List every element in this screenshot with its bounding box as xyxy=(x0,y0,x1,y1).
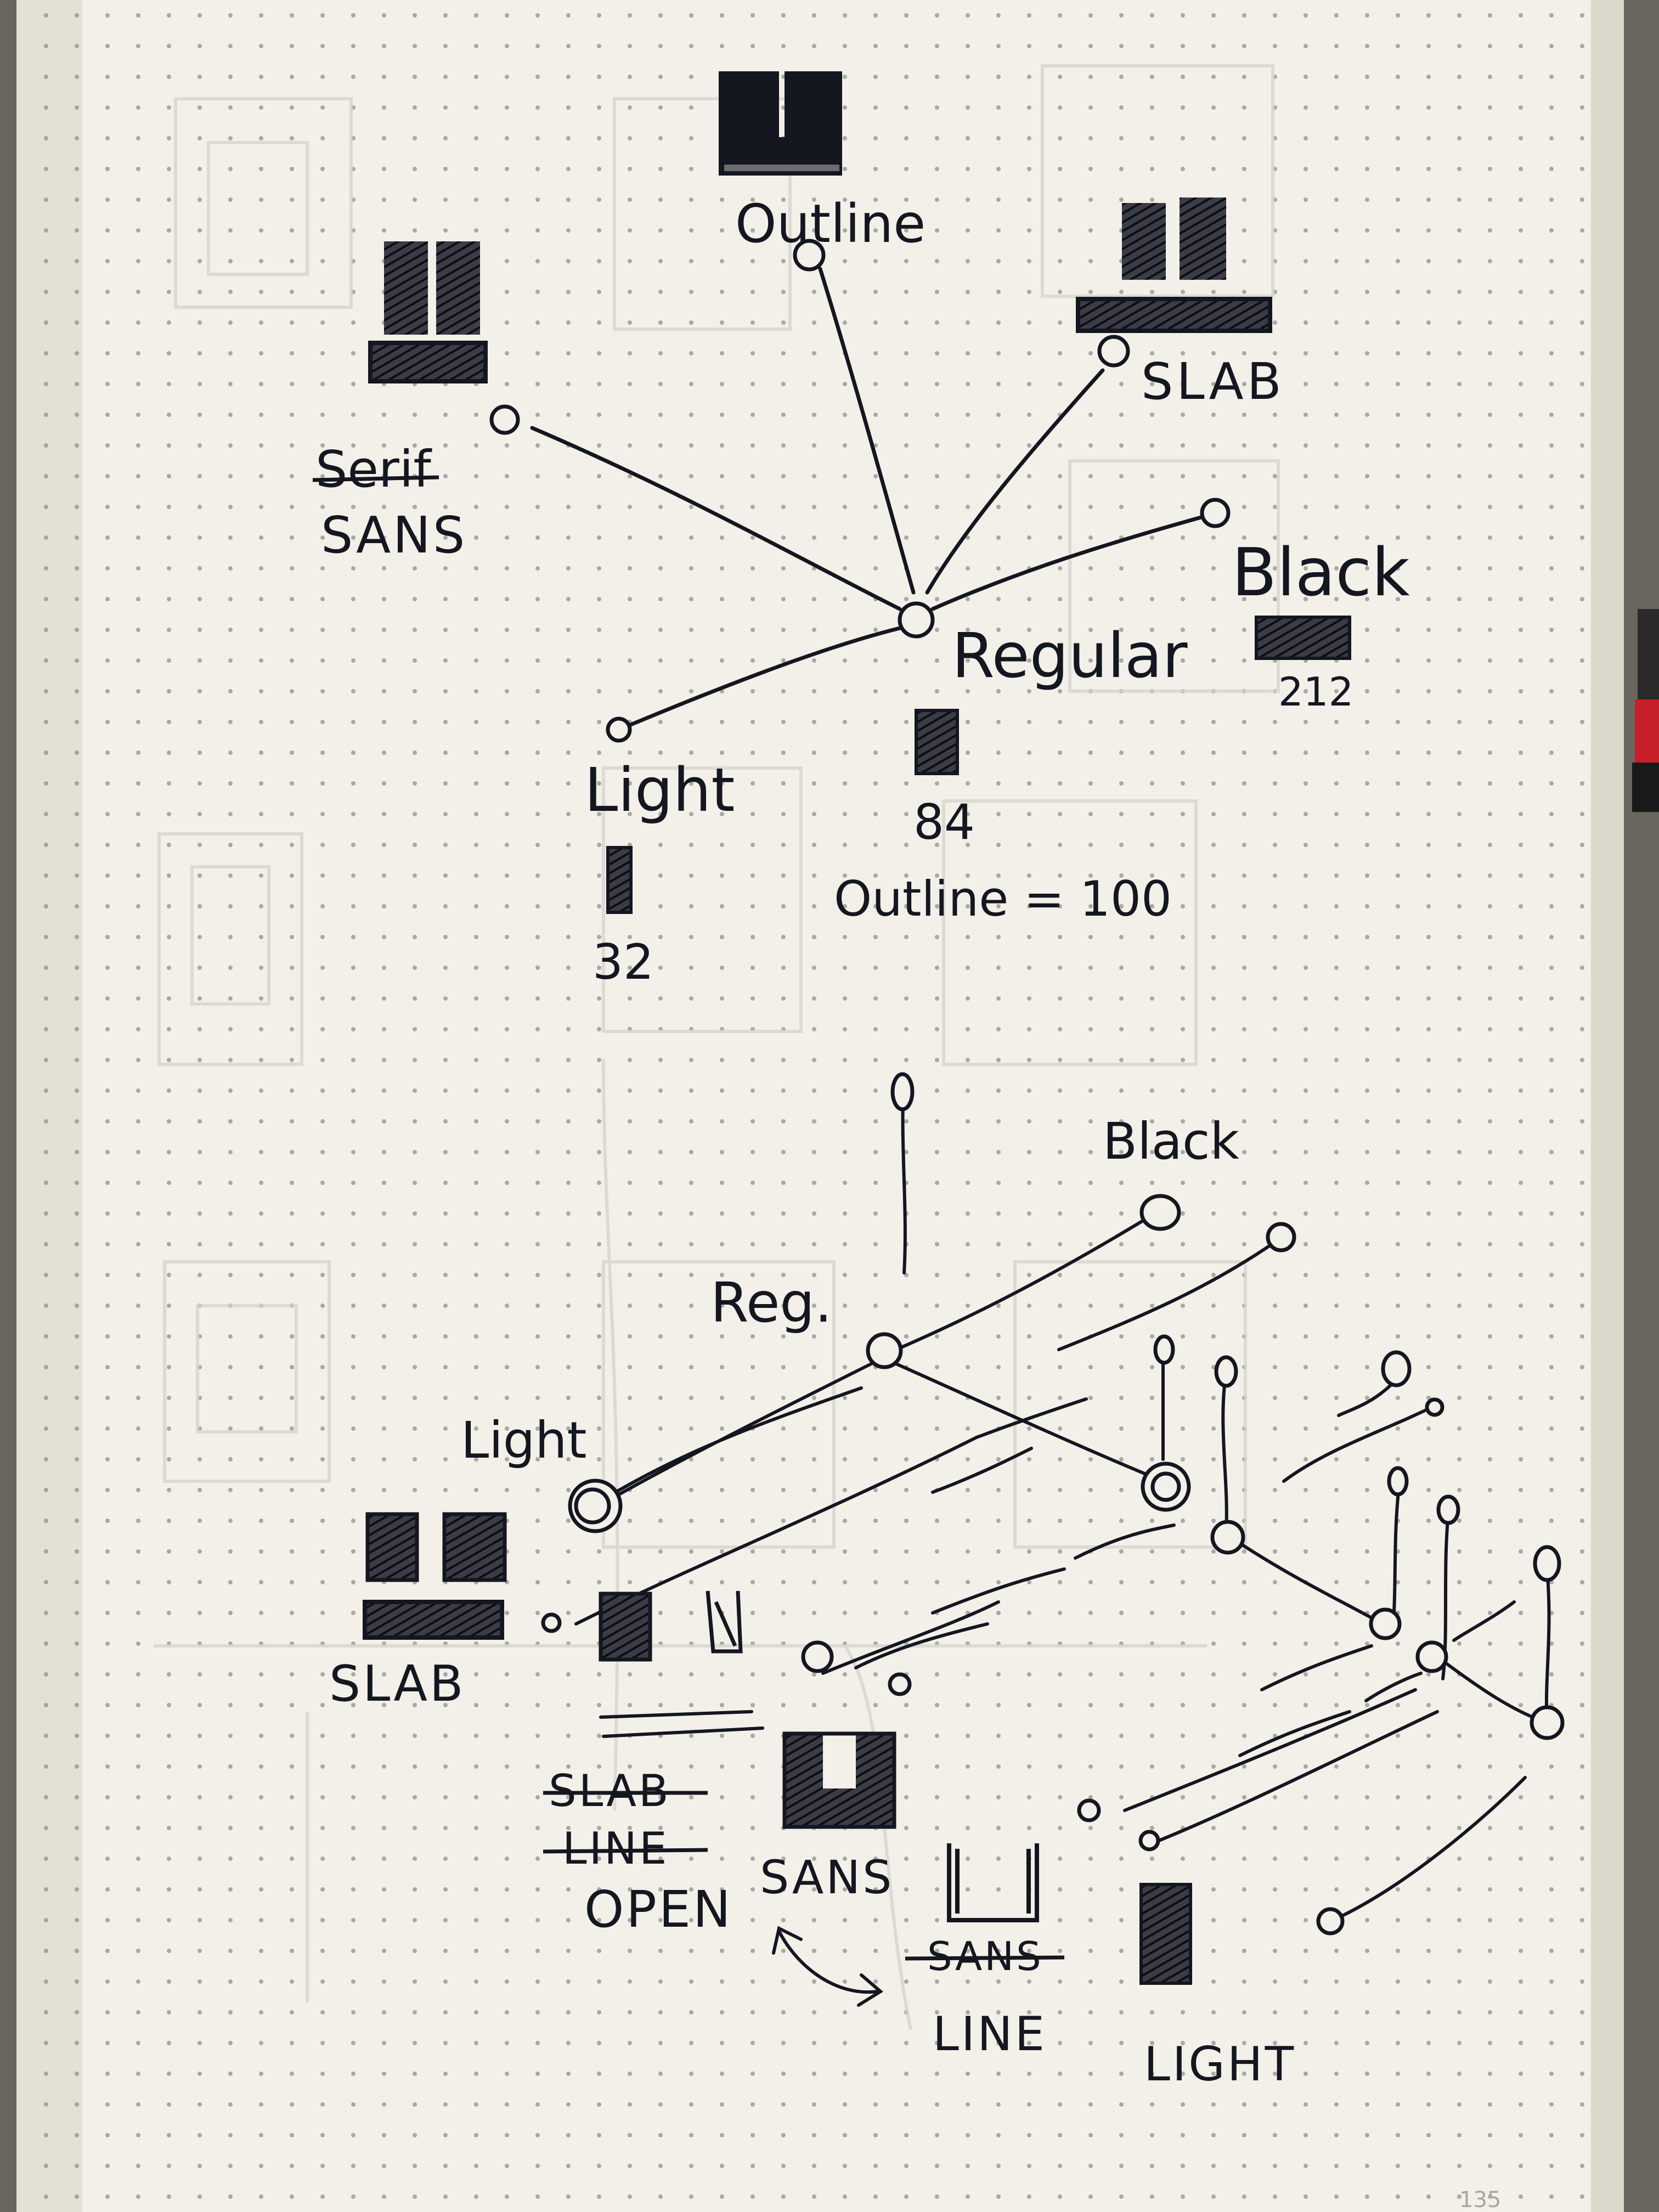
glyph-bottom-line xyxy=(947,1843,1039,1922)
node-bottom-slab xyxy=(541,1612,562,1633)
node-bottom-b1 xyxy=(801,1640,834,1673)
glyph-black xyxy=(1255,616,1351,660)
label-bottom-open: OPEN xyxy=(584,1880,733,1939)
node-bottom-a8 xyxy=(1530,1705,1565,1740)
label-bottom-black: Black xyxy=(1103,1112,1239,1171)
spoke-slab xyxy=(925,368,1105,595)
node-bottom-b5 xyxy=(1316,1907,1345,1936)
spoke-serif-sans xyxy=(530,426,902,611)
node-bottom-a4 xyxy=(1425,1397,1444,1417)
note-outline-100: Outline = 100 xyxy=(834,871,1172,927)
node-light xyxy=(606,716,632,743)
spoke-outline xyxy=(818,267,916,595)
node-bottom-black xyxy=(1139,1194,1181,1231)
glyph-slab xyxy=(1076,198,1272,333)
node-regular xyxy=(898,601,935,639)
node-bottom-a3 xyxy=(1381,1350,1412,1387)
node-bottom-hub-2 xyxy=(1210,1520,1245,1555)
node-bottom-light-inner xyxy=(574,1487,611,1525)
node-bottom-a7 xyxy=(1533,1545,1561,1582)
glyph-bottom-light xyxy=(1139,1883,1192,1985)
bleed-through-sketches xyxy=(154,64,1280,2030)
label-black: Black xyxy=(1232,535,1410,611)
label-bottom-slab-struck: SLAB xyxy=(549,1765,671,1816)
value-light: 32 xyxy=(592,934,654,990)
node-outline xyxy=(793,239,826,272)
top-nodes xyxy=(489,239,1231,743)
node-bottom-b4 xyxy=(1138,1830,1160,1852)
dot-grid xyxy=(33,0,1602,2212)
label-bottom-line: LINE xyxy=(933,2007,1047,2062)
bottom-strokes xyxy=(574,1074,1551,2007)
bottom-nodes xyxy=(541,1072,1565,1936)
node-bottom-b3 xyxy=(1077,1798,1101,1822)
glyph-outline-u xyxy=(719,71,842,176)
label-bottom-sans: SANS xyxy=(760,1850,894,1904)
node-bottom-a6 xyxy=(1436,1494,1460,1525)
bottom-strike-lines xyxy=(543,1791,1065,1961)
node-bottom-regular xyxy=(866,1332,903,1369)
spoke-light xyxy=(623,626,902,729)
node-bottom-hub-mid-inner xyxy=(1150,1471,1181,1502)
binder-clip xyxy=(1632,609,1659,812)
label-serif-struck: Serif xyxy=(315,440,431,499)
node-bottom-b2 xyxy=(888,1672,912,1696)
node-bottom-a2 xyxy=(1214,1355,1238,1388)
label-bottom-light: Light xyxy=(461,1411,587,1470)
label-bottom-sans-struck: SANS xyxy=(927,1933,1043,1979)
label-light: Light xyxy=(584,755,735,825)
node-bottom-a1 xyxy=(1153,1334,1175,1365)
node-bottom-hub-3 xyxy=(1369,1607,1402,1640)
glyph-bottom-slab xyxy=(363,1512,507,1640)
top-spokes xyxy=(530,267,1209,729)
label-sans: SANS xyxy=(321,506,467,565)
label-bottom-light-caps: LIGHT xyxy=(1144,2037,1296,2092)
label-regular: Regular xyxy=(952,620,1188,692)
label-slab: SLAB xyxy=(1141,352,1285,411)
glyph-bottom-open xyxy=(599,1590,743,1662)
label-bottom-regular: Reg. xyxy=(710,1271,832,1335)
glyph-serif-pair xyxy=(368,241,488,383)
label-bottom-line-struck: LINE xyxy=(562,1823,669,1874)
value-regular: 84 xyxy=(913,794,975,850)
page-number: 135 xyxy=(1459,2187,1502,2212)
glyph-bottom-sans xyxy=(782,1731,896,1829)
node-bottom-a5 xyxy=(1387,1466,1409,1497)
glyph-light xyxy=(606,846,633,914)
node-bottom-hub-4 xyxy=(1415,1640,1448,1673)
node-serif-sans xyxy=(489,404,520,435)
glyph-regular xyxy=(915,709,959,775)
value-black: 212 xyxy=(1278,669,1354,715)
serif-strike xyxy=(312,475,439,482)
label-bottom-slab: SLAB xyxy=(329,1655,466,1713)
spoke-black xyxy=(930,514,1209,611)
node-bottom-far-black xyxy=(1266,1222,1296,1252)
node-slab xyxy=(1097,335,1130,368)
node-black xyxy=(1200,498,1231,528)
label-outline: Outline xyxy=(735,193,926,255)
node-bottom-top xyxy=(890,1072,915,1111)
